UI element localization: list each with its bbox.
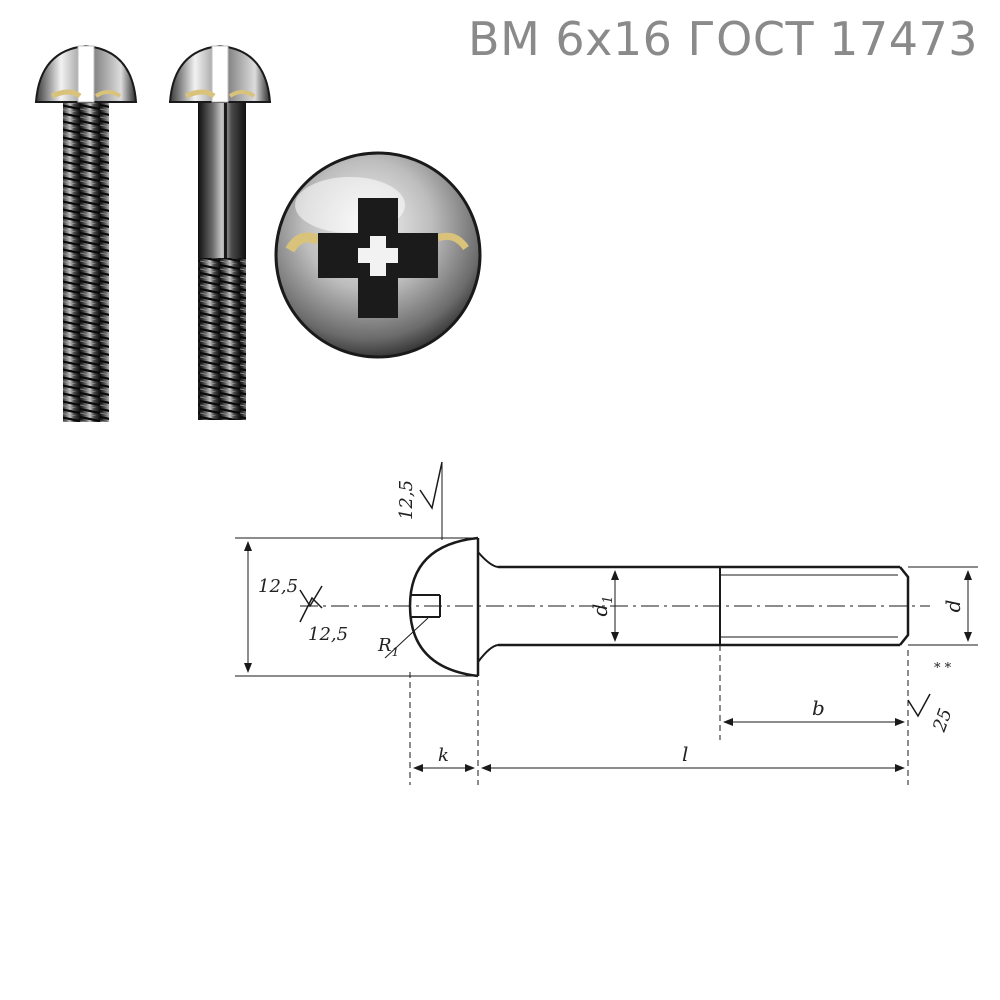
screw-length-label: l <box>682 742 688 766</box>
screw-photo-partial-thread <box>168 44 272 420</box>
roughness-general-label: 25 <box>929 706 957 736</box>
screw-head-top-view <box>274 151 482 359</box>
radius-label: R1 <box>377 635 399 659</box>
thread-length-label: b <box>812 696 825 720</box>
screw-photo-full-thread <box>34 44 138 422</box>
roughness-general-mark: * * <box>934 661 952 676</box>
thread-diameter-label: d <box>941 600 965 613</box>
page-title: ВМ 6х16 ГОСТ 17473 <box>468 12 978 66</box>
roughness-slot-lower-label: 12,5 <box>308 624 348 645</box>
technical-drawing <box>235 461 978 785</box>
roughness-head-top-label: 12,5 <box>396 480 417 520</box>
shank-diameter-label: d1 <box>588 595 616 616</box>
roughness-slot-upper-label: 12,5 <box>258 576 298 597</box>
head-height-label: k <box>438 745 449 766</box>
